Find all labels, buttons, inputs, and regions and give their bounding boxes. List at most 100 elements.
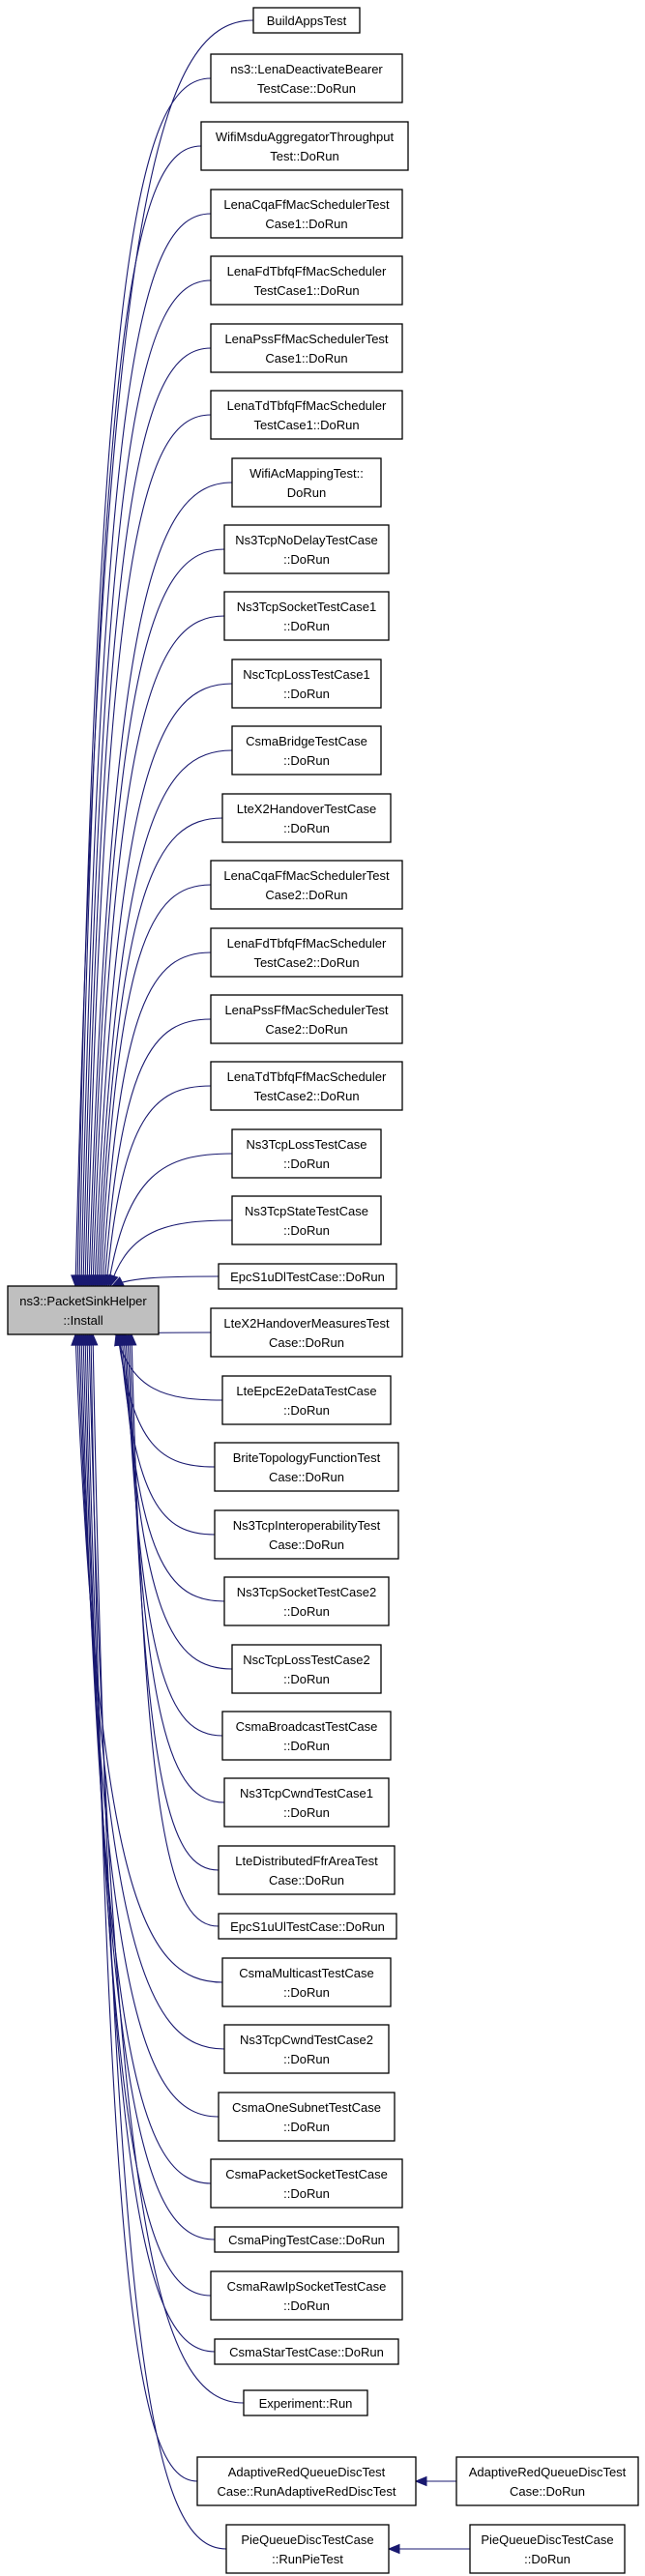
node-label: BuildAppsTest [267, 14, 347, 28]
node-label: Case::DoRun [510, 2484, 585, 2499]
call-edge [90, 1333, 198, 2482]
node-label: Ns3TcpNoDelayTestCase [235, 533, 377, 547]
call-edge [115, 1333, 223, 1401]
function-node[interactable]: Ns3TcpCwndTestCase2::DoRun [223, 2024, 390, 2074]
function-node[interactable]: EpcS1uDlTestCase::DoRun [218, 1263, 397, 1290]
node-box [221, 793, 392, 843]
node-label: LenaFdTbfqFfMacScheduler [227, 264, 387, 278]
function-node[interactable]: NscTcpLossTestCase2::DoRun [231, 1644, 382, 1694]
call-edge [74, 1333, 223, 1983]
arrow-head [87, 1332, 99, 1346]
node-label: Case::DoRun [269, 1873, 344, 1888]
function-node[interactable]: CsmaOneSubnetTestCase::DoRun [218, 2092, 396, 2142]
call-edge [123, 1333, 233, 1670]
function-node[interactable]: Ns3TcpSocketTestCase2::DoRun [223, 1576, 390, 1626]
arrow-head [127, 1332, 137, 1346]
node-box [210, 2270, 403, 2321]
node-label: ::Install [63, 1313, 103, 1328]
node-box [243, 2389, 368, 2416]
node-label: Ns3TcpSocketTestCase1 [237, 600, 377, 614]
node-box [218, 2092, 396, 2142]
node-box [221, 1375, 392, 1425]
call-edge [82, 1333, 216, 2240]
node-label: Ns3TcpCwndTestCase2 [240, 2033, 373, 2047]
node-label: ::DoRun [283, 2186, 330, 2201]
function-node[interactable]: PieQueueDiscTestCase::RunPieTest [225, 2524, 390, 2574]
node-label: LteEpcE2eDataTestCase [236, 1384, 376, 1398]
node-box [210, 860, 403, 910]
root-node[interactable]: ns3::PacketSinkHelper::Install [7, 1285, 160, 1335]
function-node[interactable]: LteEpcE2eDataTestCase::DoRun [221, 1375, 392, 1425]
node-label: LenaPssFfMacSchedulerTest [224, 332, 388, 346]
node-box [196, 2456, 417, 2506]
function-node[interactable]: CsmaBridgeTestCase::DoRun [231, 725, 382, 776]
node-label: AdaptiveRedQueueDiscTest [469, 2465, 627, 2479]
node-box [210, 323, 403, 373]
node-label: LenaTdTbfqFfMacScheduler [227, 398, 387, 413]
function-node[interactable]: LteX2HandoverTestCase::DoRun [221, 793, 392, 843]
node-box [221, 1957, 392, 2007]
node-box [210, 53, 403, 103]
function-node[interactable]: Ns3TcpCwndTestCase1::DoRun [223, 1777, 390, 1828]
function-node[interactable]: EpcS1uUlTestCase::DoRun [218, 1913, 397, 1940]
node-label: CsmaMulticastTestCase [239, 1966, 373, 1980]
node-label: ns3::LenaDeactivateBearer [230, 62, 383, 76]
call-edge [76, 77, 212, 1287]
function-node[interactable]: WifiAcMappingTest::DoRun [231, 457, 382, 508]
node-label: TestCase1::DoRun [253, 418, 359, 432]
node-label: CsmaStarTestCase::DoRun [229, 2345, 384, 2359]
call-edge [90, 548, 225, 1287]
node-label: Case::DoRun [269, 1335, 344, 1350]
function-node[interactable]: Experiment::Run [243, 2389, 368, 2416]
node-box [214, 1509, 399, 1560]
call-edge [80, 213, 212, 1287]
call-edge [105, 1085, 212, 1287]
node-label: LenaCqaFfMacSchedulerTest [223, 197, 390, 212]
node-box [223, 524, 390, 574]
function-node[interactable]: CsmaPacketSocketTestCase::DoRun [210, 2158, 403, 2209]
node-box [455, 2456, 639, 2506]
node-label: AdaptiveRedQueueDiscTest [228, 2465, 386, 2479]
function-node[interactable]: Ns3TcpLossTestCase::DoRun [231, 1128, 382, 1179]
node-box [214, 2338, 399, 2365]
node-box [469, 2524, 626, 2574]
function-node[interactable]: Ns3TcpNoDelayTestCase::DoRun [223, 524, 390, 574]
node-label: Ns3TcpSocketTestCase2 [237, 1585, 377, 1599]
function-node[interactable]: Ns3TcpSocketTestCase1::DoRun [223, 591, 390, 641]
node-label: CsmaBridgeTestCase [246, 734, 367, 748]
node-label: TestCase2::DoRun [253, 1089, 359, 1103]
function-node[interactable]: CsmaRawIpSocketTestCase::DoRun [210, 2270, 403, 2321]
node-label: ::DoRun [283, 2120, 330, 2134]
function-node[interactable]: CsmaMulticastTestCase::DoRun [221, 1957, 392, 2007]
call-edge [82, 279, 212, 1287]
function-node[interactable]: AdaptiveRedQueueDiscTestCase::RunAdaptiv… [196, 2456, 417, 2506]
function-node[interactable]: BuildAppsTest [252, 7, 361, 34]
function-node[interactable]: CsmaBroadcastTestCase::DoRun [221, 1711, 392, 1761]
function-node[interactable]: PieQueueDiscTestCase::DoRun [469, 2524, 626, 2574]
function-node[interactable]: NscTcpLossTestCase1::DoRun [231, 659, 382, 709]
node-box [210, 927, 403, 978]
function-node[interactable]: CsmaStarTestCase::DoRun [214, 2338, 399, 2365]
arrow-head [108, 1273, 119, 1288]
node-label: WifiMsduAggregatorThroughput [216, 130, 395, 144]
call-edge [98, 817, 223, 1287]
node-label: ns3::PacketSinkHelper [19, 1294, 147, 1308]
function-node[interactable]: Ns3TcpStateTestCase::DoRun [231, 1195, 382, 1245]
function-node[interactable]: CsmaPingTestCase::DoRun [214, 2226, 399, 2253]
